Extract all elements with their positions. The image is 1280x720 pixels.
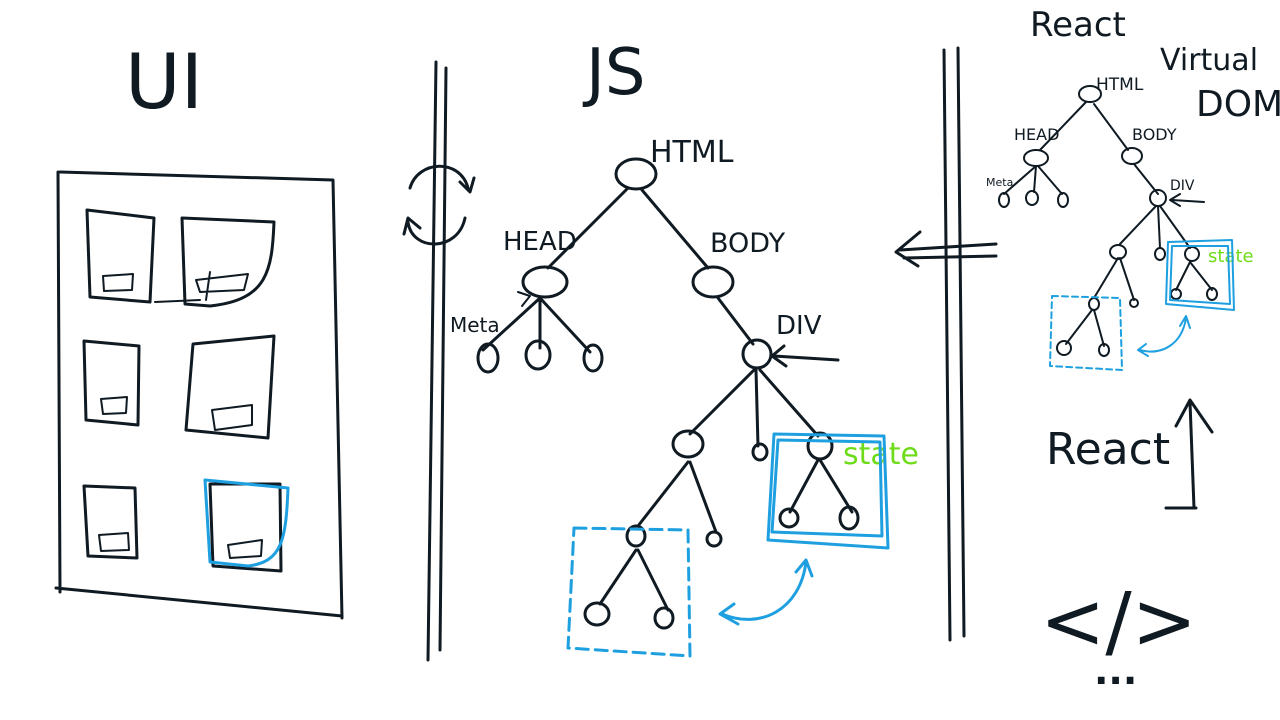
- divider-left: [426, 60, 448, 662]
- vdom-node-label-meta: Meta: [986, 176, 1013, 189]
- pointer-arrow-icon: [770, 344, 840, 368]
- js-node-label-head: HEAD: [503, 227, 577, 257]
- js-node-label-meta: Meta: [450, 313, 500, 337]
- bidirectional-arrow-icon: [718, 558, 814, 626]
- changed-subtree-box: [566, 526, 692, 658]
- js-node-label-html: HTML: [650, 135, 734, 170]
- ui-card-1: [85, 208, 156, 304]
- vdom-node-label-head: HEAD: [1014, 125, 1059, 144]
- js-section: JS HTM: [450, 36, 919, 658]
- ui-device-mockup: [54, 170, 344, 620]
- js-dom-tree: HTML HEAD BODY Meta DIV state: [450, 135, 919, 658]
- js-title: JS: [582, 36, 646, 110]
- virtual-dom-label-line2: DOM: [1196, 84, 1280, 125]
- up-arrow-icon: [1164, 398, 1214, 510]
- react-top-label: React: [1030, 5, 1126, 45]
- jsx-tag-glyph: </>: [1040, 577, 1197, 667]
- js-node-label-div: DIV: [776, 311, 822, 341]
- vdom-state-label: state: [1208, 246, 1254, 267]
- ui-card-2: [154, 216, 276, 308]
- ui-card-5: [82, 484, 139, 560]
- vdom-state-highlight-box: [1165, 239, 1235, 311]
- vdom-tree: HTML HEAD BODY Meta DIV state: [986, 75, 1254, 371]
- ellipsis: ...: [1094, 649, 1137, 693]
- vdom-section: React Virtual DOM H: [986, 5, 1280, 693]
- pointer-arrow-icon: [517, 291, 531, 307]
- vdom-changed-subtree-box: [1049, 295, 1123, 371]
- js-node-label-body: BODY: [710, 228, 786, 259]
- ui-title: UI: [125, 37, 203, 126]
- state-highlight-box: [766, 432, 890, 550]
- ui-card-3: [82, 339, 141, 427]
- vdom-node-label-div: DIV: [1170, 178, 1195, 194]
- vdom-node-label-body: BODY: [1132, 125, 1177, 144]
- vdom-node-label-html: HTML: [1096, 75, 1144, 95]
- virtual-dom-label-line1: Virtual: [1160, 43, 1258, 78]
- pointer-arrow-icon: [1169, 193, 1205, 207]
- ui-card-4: [184, 334, 276, 440]
- divider-right: [942, 46, 966, 642]
- refresh-arrows-icon: [402, 164, 476, 246]
- ui-section: UI: [54, 37, 344, 620]
- left-arrow-icon: [894, 230, 998, 268]
- ui-card-6-highlighted: [203, 478, 290, 573]
- bidirectional-arrow-icon: [1137, 315, 1191, 357]
- react-bottom-label: React: [1046, 424, 1170, 475]
